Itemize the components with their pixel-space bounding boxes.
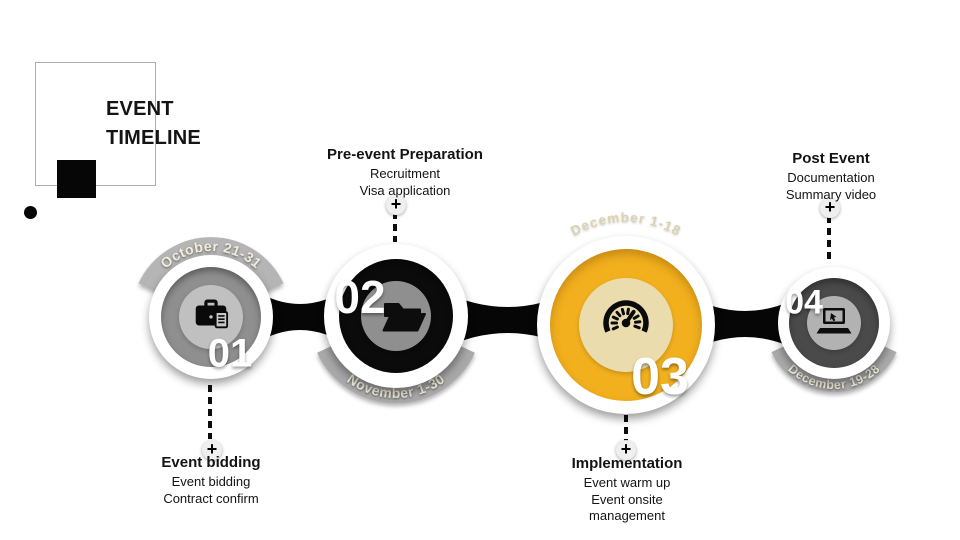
page-title-line2: TIMELINE: [106, 127, 201, 149]
node4-label-title: Post Event: [792, 150, 870, 167]
node3-label-line: Event warm up: [583, 475, 671, 490]
node4-label-line: Summary video: [785, 186, 877, 202]
node3-dashed-line: [624, 415, 628, 443]
laptop-icon: [816, 308, 852, 334]
node1-dashed-line: [208, 385, 212, 439]
node2-plus-marker: +: [386, 195, 406, 215]
node3-date-text: December 1-18: [568, 210, 683, 239]
node4-label: Post Event Documentation Summary video: [711, 150, 951, 203]
page-title-line1: EVENT: [106, 98, 174, 120]
node2-number: 02: [334, 271, 386, 323]
node1-label-line: Event bidding: [171, 474, 251, 489]
connector-node3-node4: [685, 294, 805, 354]
node1-label: Event bidding Event bidding Contract con…: [91, 454, 331, 507]
node1-plus-marker: +: [202, 440, 222, 460]
node1-date-arc: [138, 237, 284, 294]
node3-number: 03: [631, 348, 689, 406]
page-title: EVENT TIMELINE: [106, 95, 201, 153]
open-folder-icon: [382, 303, 426, 332]
node2-label-line: Recruitment: [369, 166, 441, 181]
node4-dashed-line: [827, 216, 831, 260]
node1-number: 01: [207, 331, 253, 376]
bullet-dot: [24, 206, 37, 219]
node3-date-label: December 1-18: [568, 210, 684, 239]
briefcase-document-icon: [195, 299, 229, 329]
node3-label-line: management: [589, 508, 665, 523]
node3-plus-marker: +: [616, 440, 636, 460]
black-square-accent: [57, 160, 96, 198]
node3-label-line: Event onsite: [591, 491, 663, 507]
node4-number: 04: [785, 283, 823, 322]
node3-label: Implementation Event warm up Event onsit…: [507, 455, 747, 525]
node1-label-line: Contract confirm: [163, 490, 259, 506]
node4-plus-marker: +: [820, 198, 840, 218]
node4-label-line: Documentation: [787, 170, 875, 185]
node2-label-line: Visa application: [359, 182, 451, 198]
node2-date-arc: [317, 341, 475, 404]
speedometer-icon: [603, 300, 649, 333]
node2-dashed-line: [393, 212, 397, 242]
node4-date-arc: [771, 342, 897, 392]
node2-label-title: Pre-event Preparation: [327, 146, 483, 163]
node2-label: Pre-event Preparation Recruitment Visa a…: [285, 146, 525, 199]
node3-label-title: Implementation: [571, 455, 683, 472]
node1-label-title: Event bidding: [161, 454, 261, 471]
